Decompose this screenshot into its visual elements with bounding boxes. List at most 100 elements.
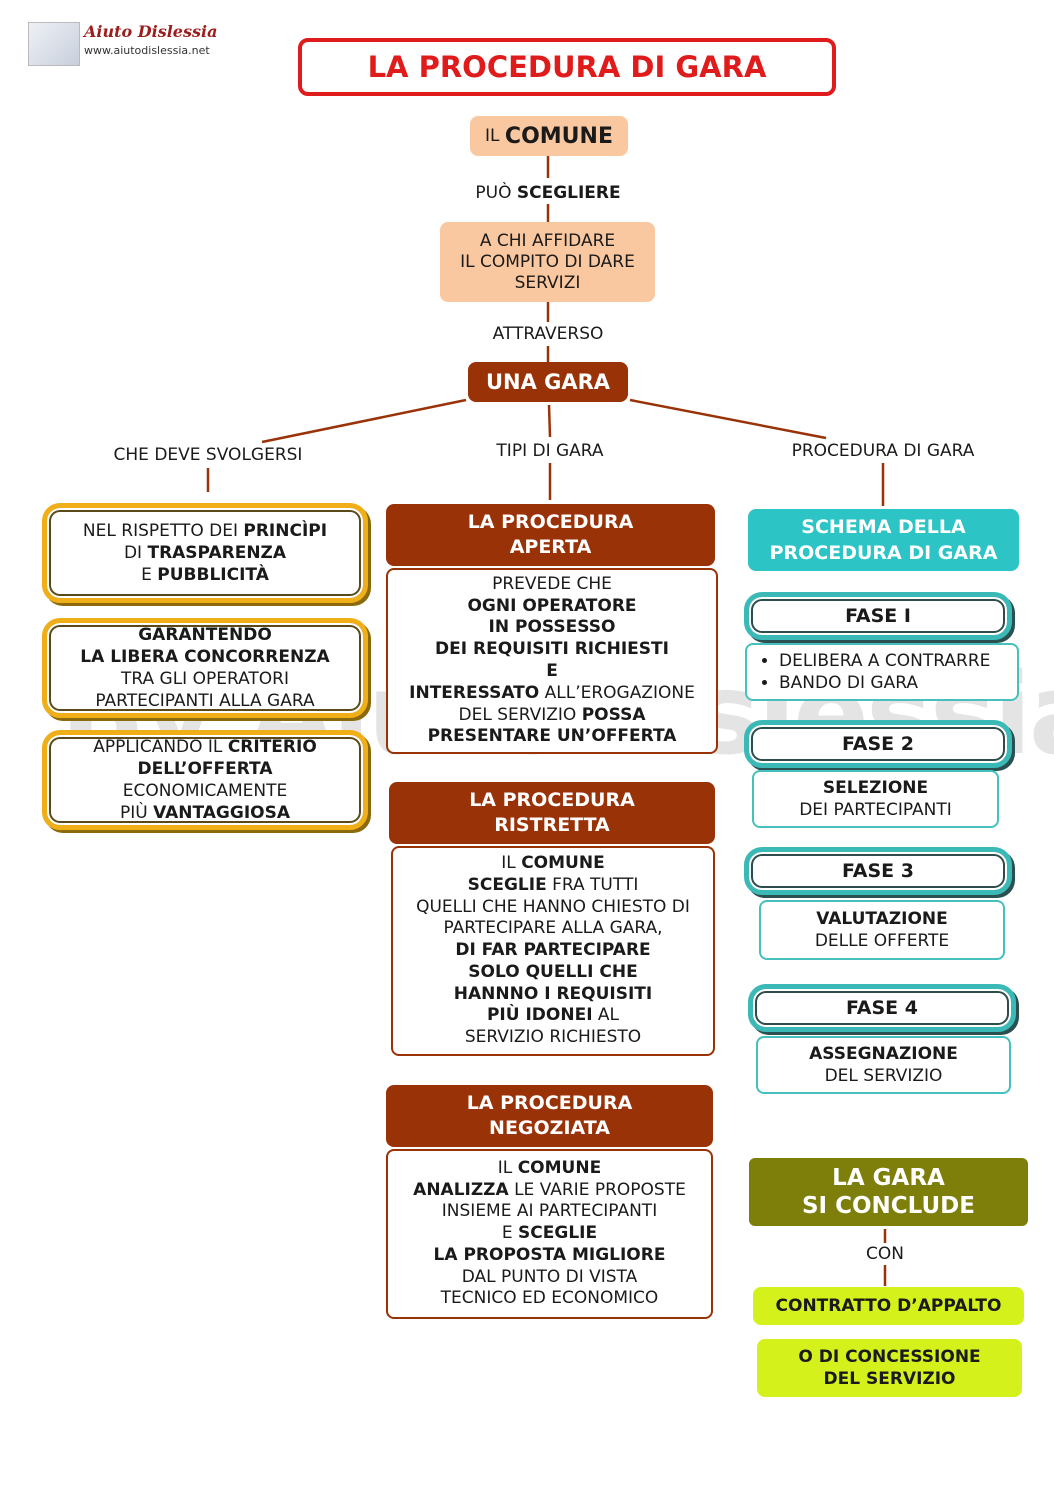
negoziata-l7: TECNICO ED ECONOMICO bbox=[440, 1288, 659, 1309]
link-sceglie-prefix: PUÒ bbox=[475, 183, 512, 203]
negoziata-l5: LA PROPOSTA MIGLIORE bbox=[433, 1244, 666, 1265]
logo-name: Aiuto Dislessia bbox=[84, 22, 218, 41]
aperta-l7a: DEL SERVIZIO bbox=[458, 704, 582, 725]
aperta-body: PREVEDE CHE OGNI OPERATORE IN POSSESSO D… bbox=[386, 568, 718, 754]
aperta-l8: PRESENTARE UN’OFFERTA bbox=[427, 726, 677, 747]
criterio-l4b: VANTAGGIOSA bbox=[153, 803, 291, 823]
negoziata-l6: DAL PUNTO DI VISTA bbox=[461, 1266, 638, 1287]
comune-word: COMUNE bbox=[504, 123, 613, 149]
link-attraverso: ATTRAVERSO bbox=[492, 324, 604, 344]
comune-prefix: IL bbox=[485, 125, 500, 146]
aperta-l1: PREVEDE CHE bbox=[492, 573, 612, 594]
criterio-l1a: APPLICANDO IL bbox=[93, 737, 228, 757]
negoziata-header: LA PROCEDURA NEGOZIATA bbox=[386, 1085, 713, 1147]
ristretta-l2a: SCEGLIE bbox=[467, 874, 547, 895]
aperta-header-line2: APERTA bbox=[509, 536, 592, 558]
ristretta-l3: QUELLI CHE HANNO CHIESTO DI bbox=[416, 896, 690, 917]
negoziata-l1a: IL bbox=[497, 1157, 518, 1178]
negoziata-body: IL COMUNE ANALIZZA LE VARIE PROPOSTE INS… bbox=[386, 1149, 713, 1319]
fase-4-bold: ASSEGNAZIONE bbox=[809, 1044, 958, 1064]
fase-1-list: DELIBERA A CONTRARRE BANDO DI GARA bbox=[747, 650, 990, 694]
criterio-l4a: PIÙ bbox=[119, 803, 154, 823]
negoziata-l3: INSIEME AI PARTECIPANTI bbox=[441, 1201, 658, 1222]
link-con: CON bbox=[866, 1244, 904, 1264]
link-sceglie-word: SCEGLIERE bbox=[516, 183, 621, 203]
branch-label-right: PROCEDURA DI GARA bbox=[791, 441, 975, 461]
conclusione-line2: SI CONCLUDE bbox=[801, 1193, 975, 1219]
principi-l1b: PRINCÌPI bbox=[243, 521, 328, 541]
page-title: LA PROCEDURA DI GARA bbox=[298, 38, 836, 96]
negoziata-header-line2: NEGOZIATA bbox=[489, 1117, 610, 1139]
branch-label-middle: TIPI DI GARA bbox=[496, 441, 604, 461]
concessione-line2: DEL SERVIZIO bbox=[823, 1369, 956, 1389]
aperta-l6b: ALL’EROGAZIONE bbox=[539, 682, 695, 703]
fase-4-body: ASSEGNAZIONE DEL SERVIZIO bbox=[756, 1036, 1011, 1094]
concorrenza-l3: TRA GLI OPERATORI bbox=[121, 669, 289, 689]
logo: Aiuto Dislessia www.aiutodislessia.net bbox=[28, 18, 217, 68]
principi-l3a: E bbox=[141, 565, 158, 585]
schema-header: SCHEMA DELLA PROCEDURA DI GARA bbox=[748, 509, 1019, 571]
fase-3-normal: DELLE OFFERTE bbox=[814, 931, 950, 951]
aperta-header: LA PROCEDURA APERTA bbox=[386, 504, 715, 566]
concorrenza-l1: GARANTENDO bbox=[138, 625, 272, 645]
ristretta-l6: SOLO QUELLI CHE bbox=[468, 961, 638, 982]
fase-1-item-1: DELIBERA A CONTRARRE bbox=[779, 650, 990, 672]
conclusione-line1: LA GARA bbox=[832, 1165, 945, 1191]
principi-l2b: TRASPARENZA bbox=[147, 543, 287, 563]
schema-line2: PROCEDURA DI GARA bbox=[769, 542, 998, 564]
conclusione-header: LA GARA SI CONCLUDE bbox=[749, 1158, 1028, 1226]
fase-2-bold: SELEZIONE bbox=[822, 778, 929, 798]
fase-1-item-2: BANDO DI GARA bbox=[779, 672, 990, 694]
ristretta-body: IL COMUNE SCEGLIE FRA TUTTI QUELLI CHE H… bbox=[391, 846, 715, 1056]
node-comune: IL COMUNE bbox=[470, 116, 628, 156]
ristretta-header: LA PROCEDURA RISTRETTA bbox=[389, 782, 715, 844]
aperta-l6a: INTERESSATO bbox=[409, 682, 540, 703]
fase-3-title: FASE 3 bbox=[744, 847, 1012, 895]
aperta-l3: IN POSSESSO bbox=[488, 617, 616, 638]
concorrenza-l2: LA LIBERA CONCORRENZA bbox=[80, 647, 330, 667]
ristretta-l1a: IL bbox=[501, 852, 522, 873]
fase-2-normal: DEI PARTECIPANTI bbox=[799, 800, 952, 820]
negoziata-l2b: LE VARIE PROPOSTE bbox=[508, 1179, 686, 1200]
concessione-box: O DI CONCESSIONE DEL SERVIZIO bbox=[757, 1339, 1022, 1397]
fase-2-title: FASE 2 bbox=[744, 720, 1012, 768]
fase-2-body: SELEZIONE DEI PARTECIPANTI bbox=[752, 770, 999, 828]
fase-1-body: DELIBERA A CONTRARRE BANDO DI GARA bbox=[745, 643, 1019, 701]
logo-url: www.aiutodislessia.net bbox=[84, 44, 210, 57]
ristretta-l8b: AL bbox=[592, 1005, 620, 1026]
aperta-l5: E bbox=[546, 661, 558, 681]
ristretta-header-line2: RISTRETTA bbox=[494, 814, 610, 836]
node-affidare: A CHI AFFIDARE IL COMPITO DI DARE SERVIZ… bbox=[440, 222, 655, 302]
branch-label-left: CHE DEVE SVOLGERSI bbox=[113, 445, 303, 465]
criterio-l1b: CRITERIO bbox=[227, 737, 317, 757]
concessione-line1: O DI CONCESSIONE bbox=[798, 1347, 981, 1367]
ristretta-header-line1: LA PROCEDURA bbox=[469, 789, 635, 811]
criterio-box: APPLICANDO IL CRITERIO DELL’OFFERTA ECON… bbox=[42, 730, 368, 830]
concorrenza-l4: PARTECIPANTI ALLA GARA bbox=[95, 691, 315, 711]
link-sceglie: PUÒ SCEGLIERE bbox=[440, 181, 656, 205]
aperta-l4: DEI REQUISITI RICHIESTI bbox=[435, 639, 669, 660]
node-una-gara: UNA GARA bbox=[468, 362, 628, 402]
affidare-line2: IL COMPITO DI DARE bbox=[460, 251, 635, 272]
concorrenza-box: GARANTENDO LA LIBERA CONCORRENZA TRA GLI… bbox=[42, 618, 368, 718]
principi-box: NEL RISPETTO DEI PRINCÌPI DI TRASPARENZA… bbox=[42, 503, 368, 603]
affidare-line3: SERVIZI bbox=[514, 272, 581, 293]
fase-4-normal: DEL SERVIZIO bbox=[824, 1066, 943, 1086]
fase-3-body: VALUTAZIONE DELLE OFFERTE bbox=[759, 900, 1005, 960]
ristretta-l2b: FRA TUTTI bbox=[546, 874, 639, 895]
negoziata-header-line1: LA PROCEDURA bbox=[466, 1092, 633, 1114]
ristretta-l8a: PIÙ IDONEI bbox=[486, 1005, 593, 1026]
negoziata-l2a: ANALIZZA bbox=[413, 1179, 509, 1200]
principi-l3b: PUBBLICITÀ bbox=[157, 565, 269, 585]
ristretta-l4: PARTECIPARE ALLA GARA, bbox=[443, 918, 663, 939]
negoziata-l4b: SCEGLIE bbox=[518, 1223, 598, 1244]
fase-3-bold: VALUTAZIONE bbox=[816, 909, 948, 929]
schema-line1: SCHEMA DELLA bbox=[801, 516, 966, 538]
criterio-l3: ECONOMICAMENTE bbox=[122, 781, 288, 801]
affidare-line1: A CHI AFFIDARE bbox=[479, 230, 616, 251]
book-icon bbox=[28, 22, 80, 66]
ristretta-l9: SERVIZIO RICHIESTO bbox=[464, 1027, 642, 1048]
ristretta-l5: DI FAR PARTECIPARE bbox=[455, 940, 651, 961]
negoziata-l1b: COMUNE bbox=[517, 1157, 602, 1178]
